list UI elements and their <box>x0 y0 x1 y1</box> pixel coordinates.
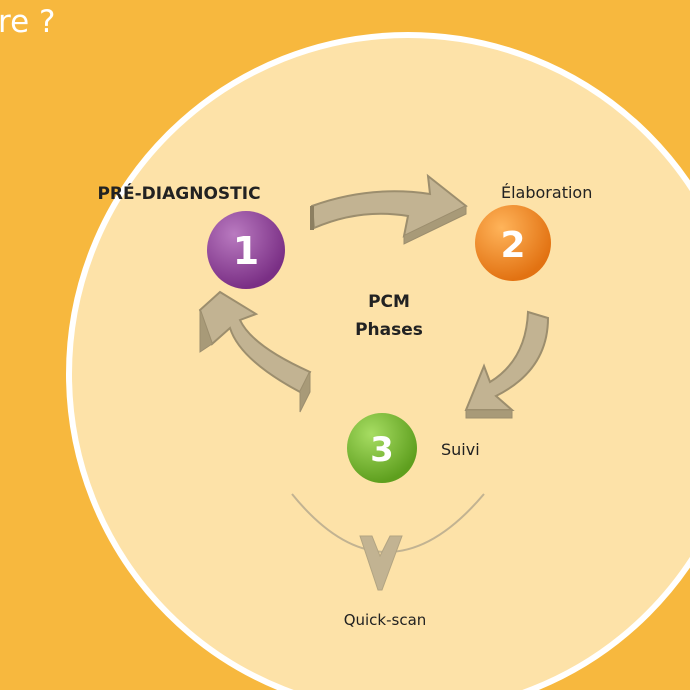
phase-1-label: PRÉ-DIAGNOSTIC <box>97 182 260 204</box>
center-label-line-2: Phases <box>355 320 423 340</box>
arrow-1-to-2 <box>310 173 468 245</box>
phase-1-number: 1 <box>233 229 259 273</box>
arrow-3-to-1 <box>198 290 312 413</box>
header-title-fragment: re ? <box>0 4 56 40</box>
phase-3-circle <box>347 413 417 483</box>
background-circle <box>66 32 690 690</box>
phase-2-circle <box>475 205 551 281</box>
down-arrow-icon <box>359 535 403 591</box>
quick-scan-label: Quick-scan <box>344 611 427 629</box>
phase-1-circle <box>207 211 285 289</box>
phase-2-number: 2 <box>500 225 525 266</box>
phase-3-number: 3 <box>370 430 394 470</box>
arrow-2-to-3 <box>464 310 550 419</box>
center-label-line-1: PCM <box>368 292 410 312</box>
phase-2-label: Élaboration <box>501 183 592 202</box>
phase-3-label: Suivi <box>441 440 480 459</box>
